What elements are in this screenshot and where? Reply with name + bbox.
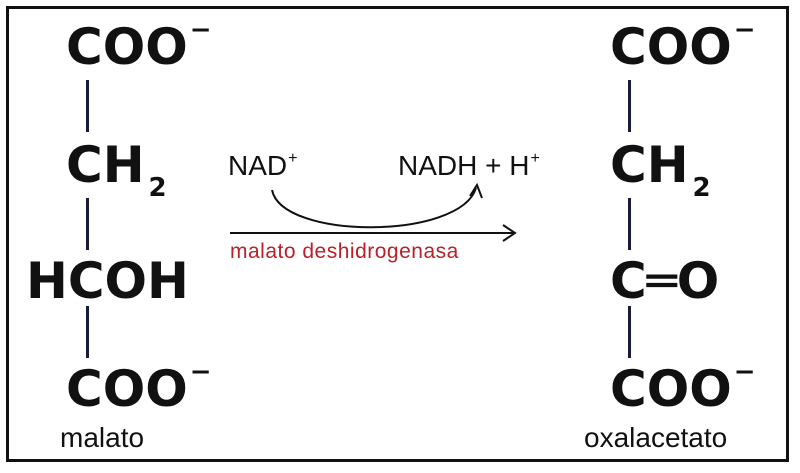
cofactor-nad: NAD+: [228, 150, 298, 181]
malate-coo-top: COO−: [66, 15, 212, 76]
cofactor-nadh-h: NADH + H+: [398, 150, 540, 181]
cofactor-curved-arrow: [271, 187, 477, 229]
malate-coo-bottom: COO−: [66, 357, 212, 418]
malate-bond-2: [86, 198, 89, 250]
oxaloacetate-c-double-o: C═O: [610, 252, 720, 310]
reaction-arrowhead: [502, 224, 517, 242]
oxaloacetate-bond-1: [628, 80, 631, 132]
oxaloacetate-bond-2: [628, 198, 631, 250]
malate-hcoh: HCOH: [26, 252, 189, 310]
enzyme-label: malato deshidrogenasa: [230, 240, 459, 263]
malate-name: malato: [60, 422, 145, 453]
oxaloacetate-coo-top: COO−: [610, 15, 756, 76]
malate-bond-3: [86, 306, 89, 358]
oxaloacetate-name: oxalacetato: [584, 422, 728, 453]
oxaloacetate-bond-3: [628, 306, 631, 358]
oxaloacetate-coo-bottom: COO−: [610, 357, 756, 418]
malate-bond-1: [86, 80, 89, 132]
cofactor-curved-arrowhead: [469, 182, 483, 199]
